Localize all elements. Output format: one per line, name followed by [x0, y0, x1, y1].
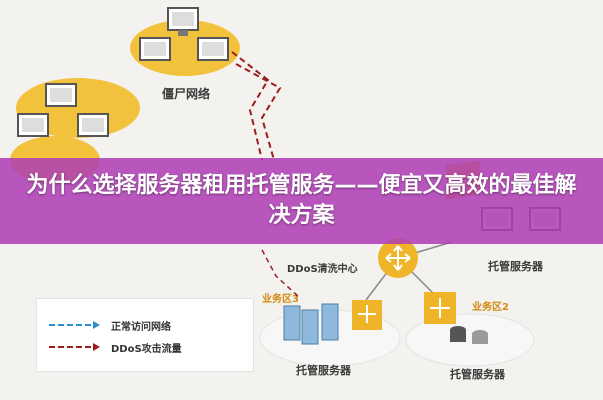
title-banner: 为什么选择服务器租用托管服务——便宜又高效的最佳解决方案: [0, 158, 603, 244]
ddos-line: [235, 63, 282, 161]
ddos-center-router: [378, 238, 418, 278]
zombie-network-label: 僵尸网络: [162, 86, 210, 101]
switch-icon: [352, 300, 382, 330]
normal-line-sample: [49, 321, 100, 329]
legend-ddos-row: DDoS攻击流量: [49, 339, 182, 355]
zone3-label: 业务区3: [262, 292, 299, 305]
legend-ddos-label: DDoS攻击流量: [111, 343, 182, 355]
bottom-right-cloud: [405, 313, 535, 367]
legend-normal-label: 正常访问网络: [111, 321, 171, 333]
switch-icon: [424, 292, 456, 324]
computer-icon: [197, 37, 229, 61]
hosted-server-bottom-left-label: 托管服务器: [296, 363, 352, 377]
storage-icon: [450, 326, 488, 344]
ddos-center-label: DDoS清洗中心: [287, 262, 358, 275]
computer-icon: [77, 113, 109, 137]
ddos-line: [261, 249, 301, 299]
computer-icon: [45, 83, 77, 107]
ddos-line: [231, 51, 270, 161]
legend-normal-row: 正常访问网络: [49, 317, 171, 333]
computer-icon: [167, 7, 199, 36]
zone2-label: 业务区2: [472, 300, 509, 313]
computer-icon: [139, 37, 171, 61]
hosted-server-bottom-right-label: 托管服务器: [450, 367, 506, 381]
banner-title: 为什么选择服务器租用托管服务——便宜又高效的最佳解决方案: [26, 173, 577, 228]
legend: 正常访问网络 DDoS攻击流量: [36, 298, 254, 372]
top-cloud: [130, 20, 240, 76]
server-rack-icon: [283, 303, 339, 345]
ddos-line-sample: [49, 343, 100, 351]
hosted-server-right-label: 托管服务器: [488, 259, 544, 273]
computer-icon: [17, 113, 49, 137]
